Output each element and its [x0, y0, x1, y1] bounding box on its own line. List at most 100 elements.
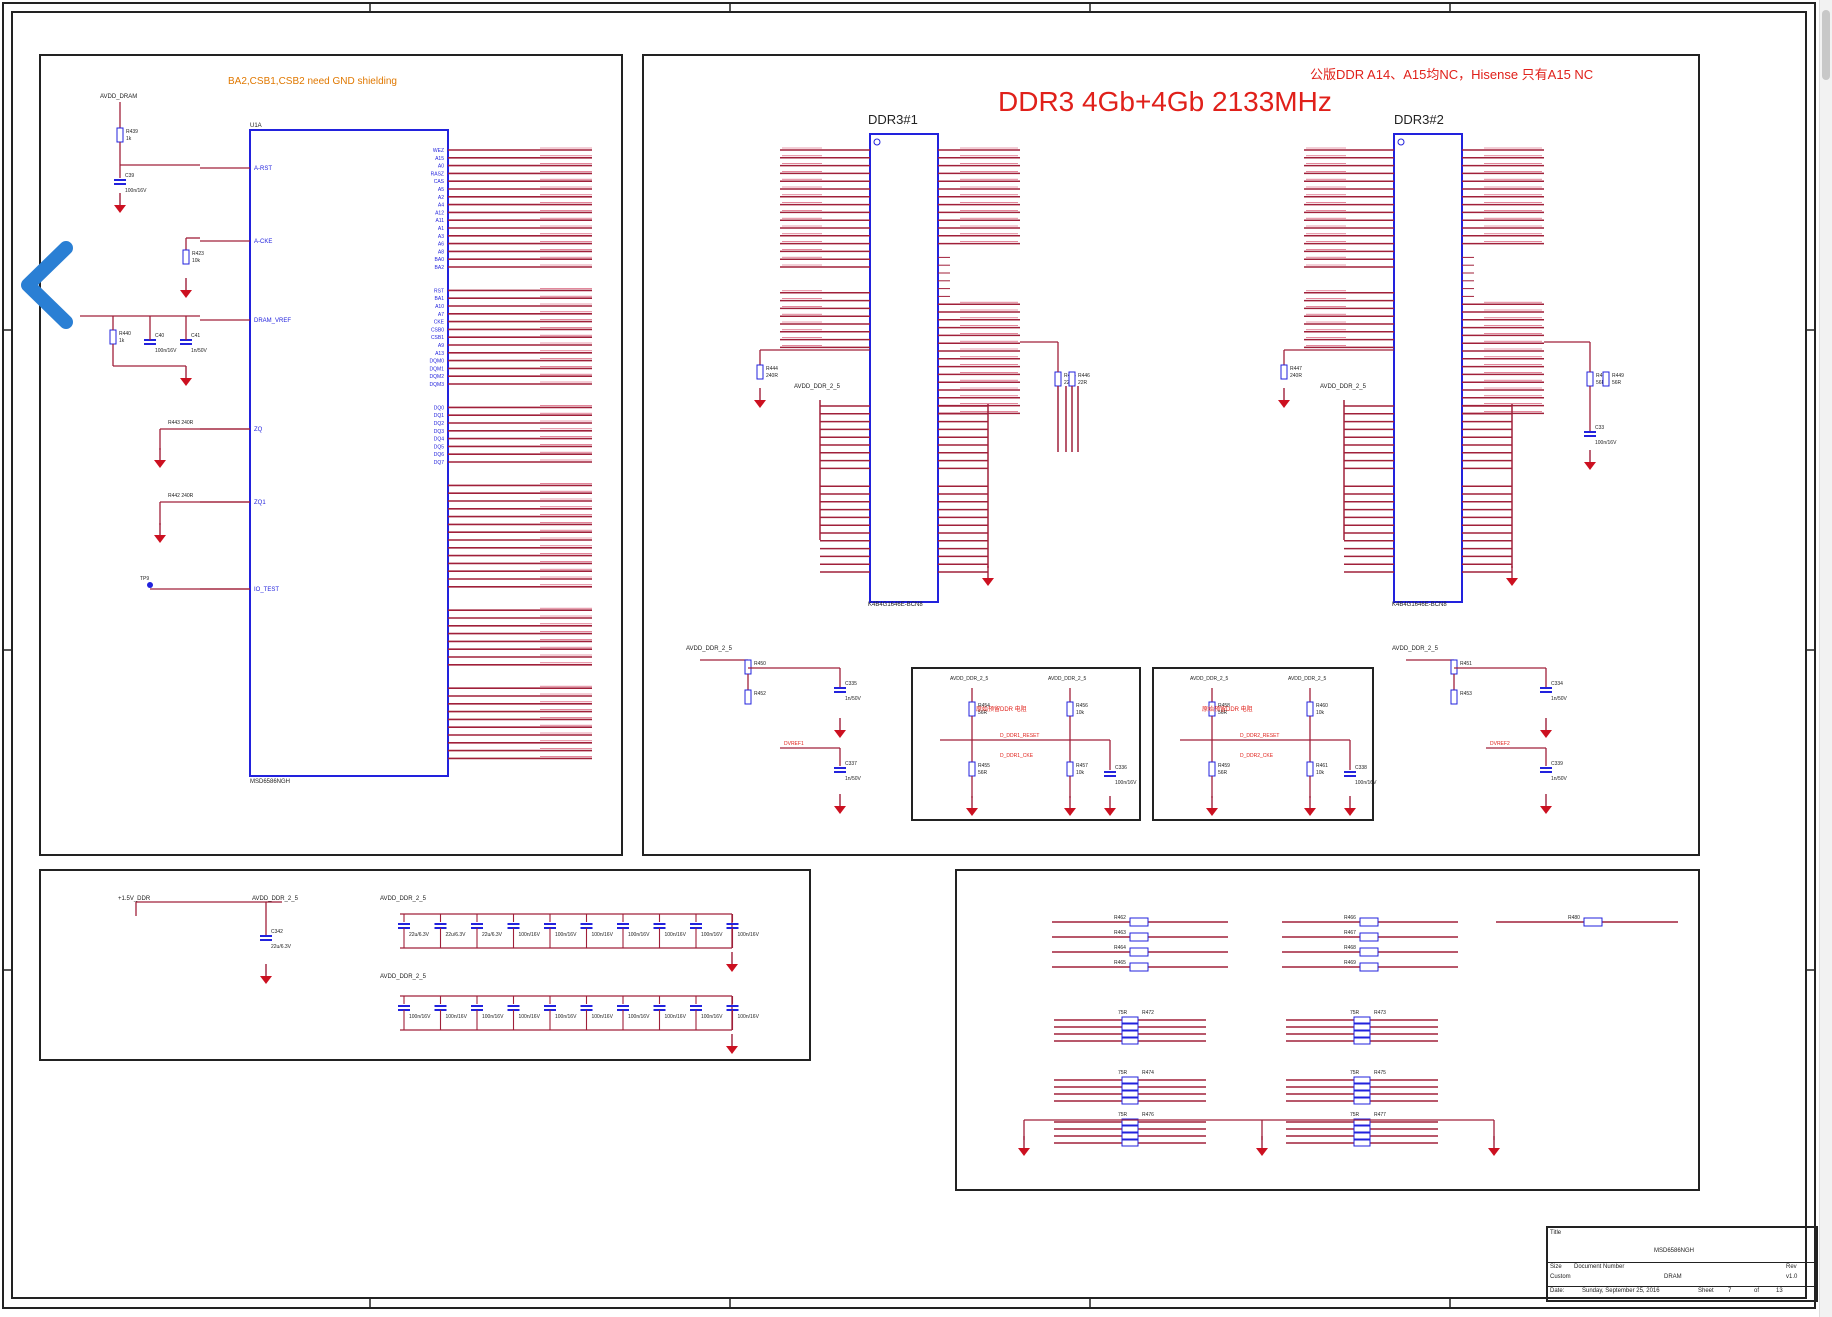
array-ref: R473 [1374, 1010, 1386, 1016]
ground-symbol [834, 806, 846, 814]
ground-symbol [966, 808, 978, 816]
title-block-rev-label: Rev [1786, 1264, 1797, 1270]
resistor-ref: R460 [1316, 703, 1328, 709]
reset2-power-b: AVDD_DDR_2_5 [1288, 676, 1326, 682]
term-resistor [1129, 932, 1149, 942]
capacitor-ref: C337 [845, 761, 857, 767]
resistor-ref: R449 [1612, 373, 1624, 379]
array-value: 75R [1350, 1070, 1360, 1076]
resistor-ref: R458 [1218, 703, 1230, 709]
title-block-title-label: Title [1550, 1230, 1562, 1236]
array-element [1121, 1118, 1139, 1126]
array-ref: R472 [1142, 1010, 1154, 1016]
capacitor-value: 1n/50V [1551, 696, 1568, 702]
resistor-ref: R453 [1460, 691, 1472, 697]
array-element [1353, 1090, 1371, 1098]
resistor-value: 10k [192, 258, 201, 264]
resistor [1306, 761, 1314, 777]
term-ref: R465 [1114, 960, 1126, 966]
resistor-value: 56R [1596, 380, 1606, 386]
soc-right-pin: A4 [438, 203, 444, 209]
ground-symbol [180, 290, 192, 298]
resistor [1450, 659, 1458, 675]
capacitor-value: 100n/16V [446, 1014, 468, 1020]
soc-right-pin: DQ7 [434, 460, 445, 466]
resistor [182, 249, 190, 265]
capacitor-value: 22u/6.3V [446, 932, 467, 938]
array-element [1353, 1132, 1371, 1140]
term-resistor [1359, 932, 1379, 942]
capacitor-ref: C339 [1551, 761, 1563, 767]
capacitor-ref: C40 [155, 333, 164, 339]
title-block-sheet: 7 [1728, 1288, 1732, 1294]
vertical-scrollbar[interactable] [1819, 0, 1832, 1317]
resistor [1586, 371, 1594, 387]
array-value: 75R [1118, 1070, 1128, 1076]
resistor-ref: R442 240R [168, 493, 194, 499]
decap-power-in: +1.5V_DDR [118, 896, 151, 902]
dram1-outline [869, 133, 939, 603]
soc-ref: U1A [250, 123, 262, 129]
resistor-ref: R452 [754, 691, 766, 697]
capacitor-value: 100n/16V [555, 932, 577, 938]
capacitor-value: 100n/16V [482, 1014, 504, 1020]
resistor-value: 240R [1290, 373, 1302, 379]
resistor [968, 761, 976, 777]
dram2-power-label: AVDD_DDR_2_5 [1320, 384, 1366, 390]
capacitor-value: 100n/16V [592, 1014, 614, 1020]
title-block-rev: v1.0 [1786, 1274, 1798, 1280]
soc-pin-label: A-CKE [254, 239, 272, 245]
resistor-ref: R456 [1076, 703, 1088, 709]
ground-symbol [834, 730, 846, 738]
soc-pin-label: DRAM_VREF [254, 318, 291, 324]
soc-pin-label: ZQ [254, 427, 263, 433]
resistor-ref: R447 [1290, 366, 1302, 372]
resistor [1306, 701, 1314, 717]
capacitor-value: 22u/6.3V [409, 932, 430, 938]
capacitor-value: 100n/16V [701, 932, 723, 938]
top-note: 公版DDR A14、A15均NC，Hisense 只有A15 NC [1310, 67, 1594, 82]
array-element [1121, 1125, 1139, 1133]
resistor [1066, 701, 1074, 717]
soc-pin-label: IO_TEST [254, 587, 279, 593]
soc-part: MSD6586NGH [250, 779, 291, 785]
soc-right-pin: DQM3 [430, 382, 445, 388]
resistor-value: 56R [1612, 380, 1622, 386]
ground-symbol [726, 1046, 738, 1054]
section-termination [955, 869, 1700, 1191]
resistor [116, 127, 124, 143]
soc-right-pin: CSB0 [431, 327, 444, 333]
scrollbar-thumb[interactable] [1822, 10, 1830, 80]
section-decoupling [39, 869, 811, 1061]
resistor-ref: R459 [1218, 763, 1230, 769]
capacitor-value: 100n/16V [628, 932, 650, 938]
capacitor-ref: C334 [1551, 681, 1563, 687]
soc-right-pin: DQM2 [430, 374, 445, 380]
array-element [1121, 1023, 1139, 1031]
ground-symbol [1278, 400, 1290, 408]
array-ref: R476 [1142, 1112, 1154, 1118]
resistor-ref: R446 [1078, 373, 1090, 379]
resistor-value: 56R [1218, 770, 1228, 776]
resistor [1054, 371, 1062, 387]
title-block-title: MSD6586NGH [1654, 1248, 1695, 1254]
term-ref: R468 [1344, 945, 1356, 951]
resistor-value: 10k [1316, 710, 1325, 716]
previous-page-button[interactable] [14, 240, 84, 330]
array-element [1353, 1037, 1371, 1045]
dram2-part: K4B4G1646E-BCN8 [1392, 602, 1447, 608]
section-soc [39, 54, 623, 856]
array-element [1121, 1090, 1139, 1098]
soc-right-pin: DQM1 [430, 366, 445, 372]
array-element [1121, 1016, 1139, 1024]
resistor [968, 701, 976, 717]
capacitor-value: 100n/16V [409, 1014, 431, 1020]
resistor [1450, 689, 1458, 705]
vref-right-power: AVDD_DDR_2_5 [1392, 646, 1438, 652]
array-value: 75R [1350, 1010, 1360, 1016]
soc-right-pin: DQ2 [434, 421, 445, 427]
array-element [1353, 1125, 1371, 1133]
resistor-ref: R443 240R [168, 420, 194, 426]
